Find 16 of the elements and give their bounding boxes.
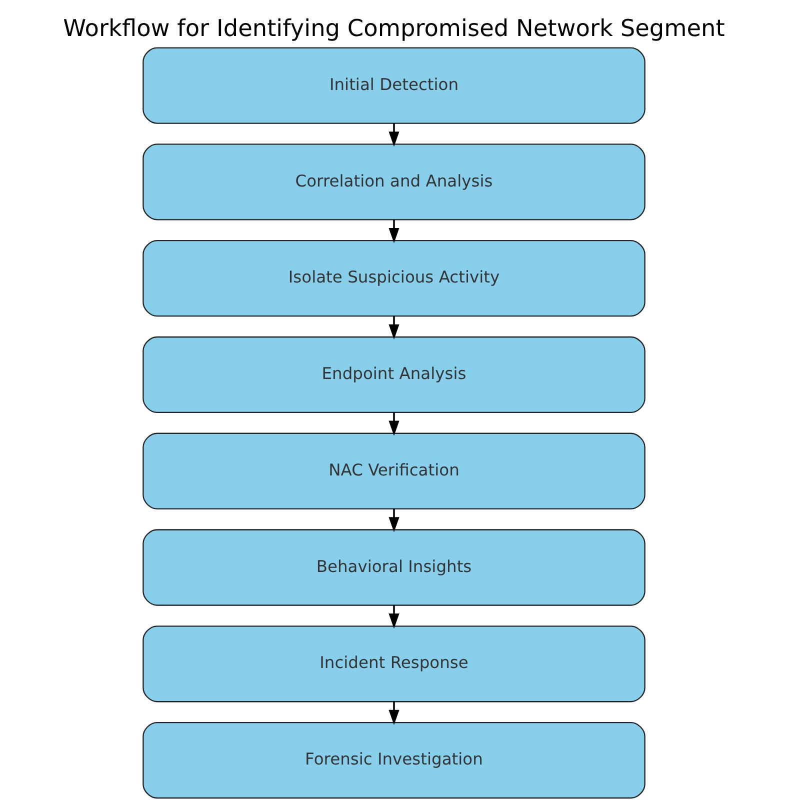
node-box: Endpoint Analysis (142, 336, 645, 414)
arrow (388, 702, 399, 726)
node-box: Isolate Suspicious Activity (142, 240, 645, 317)
diagram-title: Workflow for Identifying Compromised Network Segment (62, 15, 724, 42)
arrow (388, 605, 399, 629)
node-box: Initial Detection (142, 47, 645, 124)
node-box: Behavioral Insights (142, 529, 645, 606)
node-box: Forensic Investigation (142, 722, 645, 799)
arrow (388, 123, 399, 147)
arrow (388, 316, 399, 340)
node-box: NAC Verification (142, 432, 645, 510)
arrow (388, 412, 399, 436)
arrow (388, 220, 399, 244)
arrow (388, 508, 399, 532)
node-box: Incident Response (142, 626, 645, 702)
node-box: Correlation and Analysis (142, 144, 645, 220)
